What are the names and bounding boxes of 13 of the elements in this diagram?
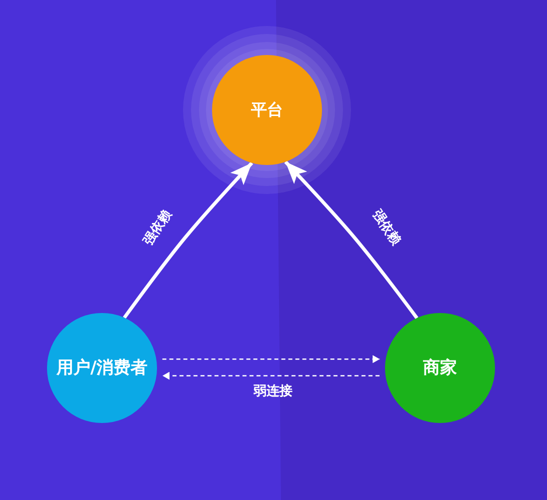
arrow (122, 162, 254, 319)
node-label: 商家 (423, 358, 457, 378)
circle-node (385, 313, 495, 423)
dashed-arrow (162, 355, 380, 364)
node-label: 用户/消费者 (56, 358, 148, 378)
circle-node (212, 55, 322, 165)
node-label: 平台 (251, 100, 283, 120)
dashed-arrow (162, 372, 380, 380)
edge-label: 强依赖 (140, 207, 176, 249)
edge-label: 弱连接 (254, 384, 292, 400)
edge-label: 强依赖 (368, 207, 404, 249)
circle-node (47, 313, 157, 423)
arrow (284, 160, 418, 320)
